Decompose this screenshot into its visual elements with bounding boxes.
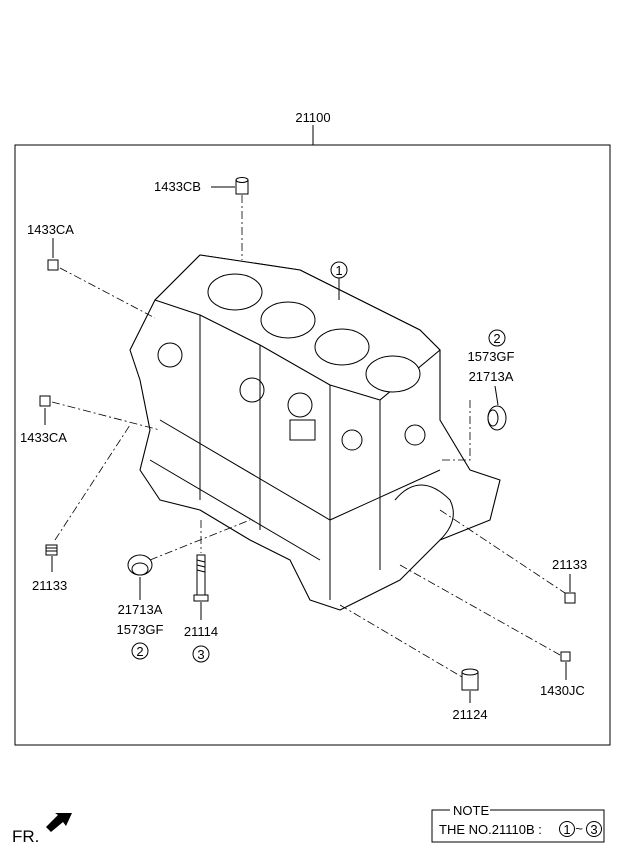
callout-1433CA-mid: 1433CA [20,430,67,445]
ref-circle-3 [192,645,210,663]
part-1430JC-pin[interactable] [560,651,571,662]
callout-21114: 21114 [184,624,218,639]
note-range-to: 3 [590,822,597,837]
callout-1573GF-left: 1573GF [117,622,164,637]
ref-3-label: 3 [197,647,204,662]
note-range-from: 1 [563,822,570,837]
part-21114-bolt[interactable] [193,554,209,602]
callout-21124: 21124 [452,707,487,722]
note-text: THE NO.21110B : [439,822,542,837]
part-21133-plug-right[interactable] [564,592,576,604]
note-range-sep: ~ [575,821,583,836]
callout-21713A-right: 21713A [469,369,514,384]
callout-21713A-left: 21713A [118,602,163,617]
assembly-label: 21100 [295,110,330,125]
part-21124-bushing[interactable] [461,668,479,691]
callout-1573GF-right: 1573GF [468,349,515,364]
part-21713A-oil-seal-right[interactable] [487,405,507,431]
ref-1-label: 1 [335,263,342,278]
part-21133-plug-left[interactable] [45,544,58,556]
note-title: NOTE [453,803,489,818]
note-box: NOTE THE NO.21110B : 1 ~ 3 [431,803,605,843]
ref-circle-2-left [131,642,149,660]
ref-2-right-label: 2 [493,331,500,346]
callout-1430JC: 1430JC [540,683,585,698]
front-direction-arrow-icon [46,813,72,832]
callout-1433CB: 1433CB [154,179,201,194]
part-1433CA-dowel-mid[interactable] [39,395,51,407]
callout-21133-left: 21133 [32,578,67,593]
ref-circle-2-right [488,329,506,347]
callout-21133-right: 21133 [552,557,587,572]
ref-2-left-label: 2 [136,644,143,659]
part-1433CA-dowel-top[interactable] [47,259,59,271]
cylinder-block [129,254,501,611]
part-21713A-oil-seal-left[interactable] [127,554,153,576]
callout-1433CA-top: 1433CA [27,222,74,237]
part-1433CB-dowel[interactable] [235,177,249,195]
front-label: FR. [12,827,39,846]
